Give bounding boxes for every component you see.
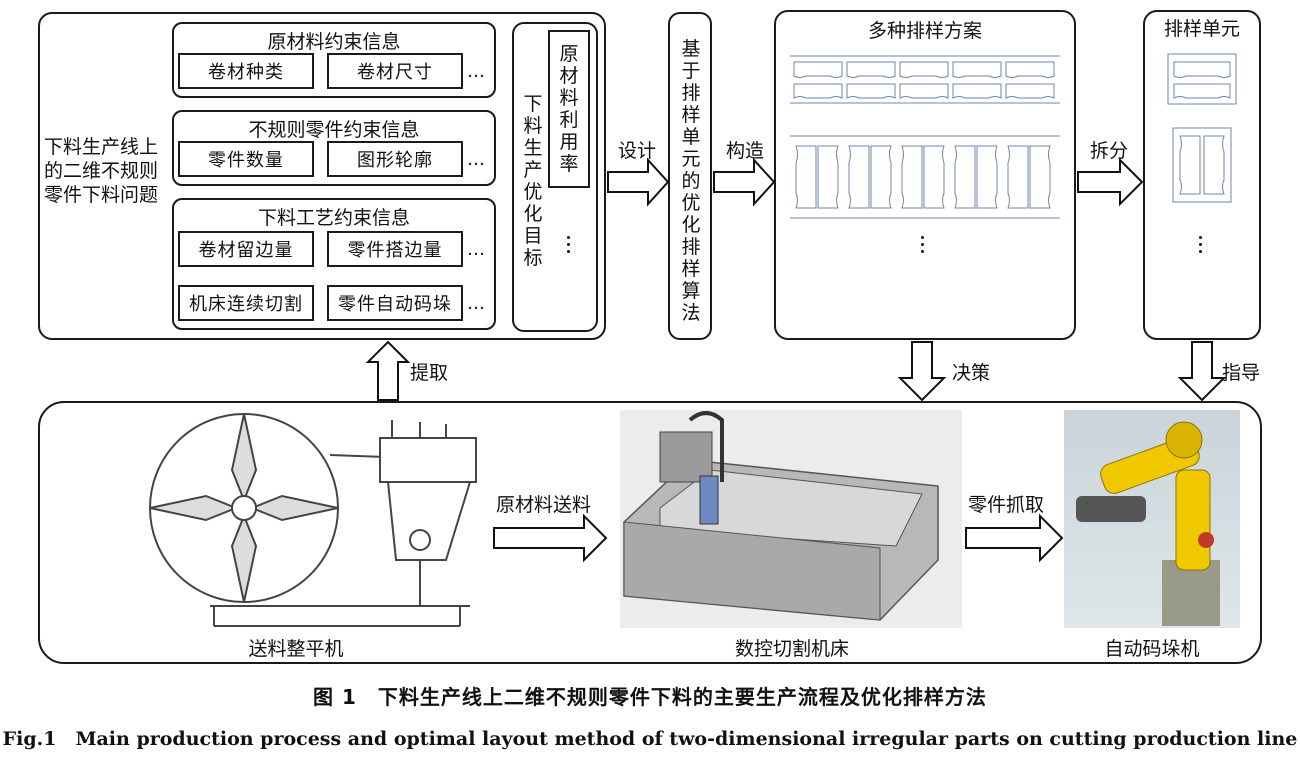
ellipsis-1: … [467, 61, 485, 82]
ellipsis-4: … [467, 293, 485, 314]
arrow-design [607, 157, 670, 207]
label-construct: 构造 [726, 140, 765, 162]
objective-vertical-ellipsis [566, 236, 572, 257]
label-split: 拆分 [1090, 140, 1129, 162]
coil-margin-box: 卷材留边量 [178, 231, 314, 267]
problem-line-3: 零件下料问题 [44, 184, 159, 206]
units-vertical-ellipsis [1198, 236, 1204, 257]
leveler-label: 送料整平机 [248, 638, 344, 660]
material-utilization-box: 原材料利用率 [548, 30, 590, 188]
leveler-illustration [149, 413, 477, 627]
part-spacing-box: 零件搭边量 [327, 231, 463, 267]
arrow-guide [1177, 341, 1227, 402]
stacker-label: 自动码垛机 [1104, 638, 1200, 660]
process-constraint-title: 下料工艺约束信息 [257, 207, 410, 229]
label-design: 设计 [618, 140, 657, 162]
arrow-grab [965, 513, 1064, 563]
arrow-feed [493, 513, 608, 563]
nesting-scheme-1 [790, 55, 1060, 104]
label-grab: 零件抓取 [968, 494, 1045, 516]
stacker-robot-illustration [1076, 421, 1220, 626]
label-decide: 决策 [952, 362, 991, 384]
arrow-construct [713, 157, 776, 207]
schemes-box [774, 10, 1076, 340]
objective-label: 下料生产优化目标 [523, 93, 543, 269]
caption-english: Fig.1 Main production process and optima… [2, 728, 1298, 750]
nesting-scheme-2 [790, 135, 1060, 219]
raw-material-constraint-title: 原材料约束信息 [267, 31, 401, 53]
ellipsis-3: … [467, 239, 485, 260]
ellipsis-2: … [467, 149, 485, 170]
schemes-vertical-ellipsis [920, 236, 926, 257]
label-feed: 原材料送料 [496, 494, 592, 516]
caption-chinese: 图 1 下料生产线上二维不规则零件下料的主要生产流程及优化排样方法 [313, 685, 987, 709]
algorithm-label: 基于排样单元的优化排样算法 [681, 38, 701, 324]
arrow-extract [365, 340, 411, 401]
contour-box: 图形轮廓 [327, 141, 463, 177]
algorithm-box [668, 12, 712, 340]
cnc-illustration [623, 411, 939, 621]
label-extract: 提取 [410, 362, 449, 384]
units-title: 排样单元 [1163, 18, 1240, 40]
coil-type-box: 卷材种类 [178, 53, 314, 89]
problem-line-2: 的二维不规则 [44, 160, 159, 182]
label-guide: 指导 [1222, 362, 1261, 384]
part-count-box: 零件数量 [178, 141, 314, 177]
arrow-decide [897, 341, 947, 402]
cnc-label: 数控切割机床 [734, 638, 849, 660]
schemes-title: 多种排样方案 [867, 20, 982, 42]
arrow-split [1077, 157, 1144, 207]
problem-line-1: 下料生产线上 [44, 136, 159, 158]
continuous-cut-box: 机床连续切割 [178, 285, 314, 321]
layout-unit-1 [1167, 53, 1237, 105]
coil-size-box: 卷材尺寸 [327, 53, 463, 89]
layout-unit-2 [1172, 127, 1232, 203]
units-box [1143, 10, 1261, 340]
auto-stack-box: 零件自动码垛 [327, 285, 463, 321]
part-constraint-title: 不规则零件约束信息 [248, 119, 420, 141]
